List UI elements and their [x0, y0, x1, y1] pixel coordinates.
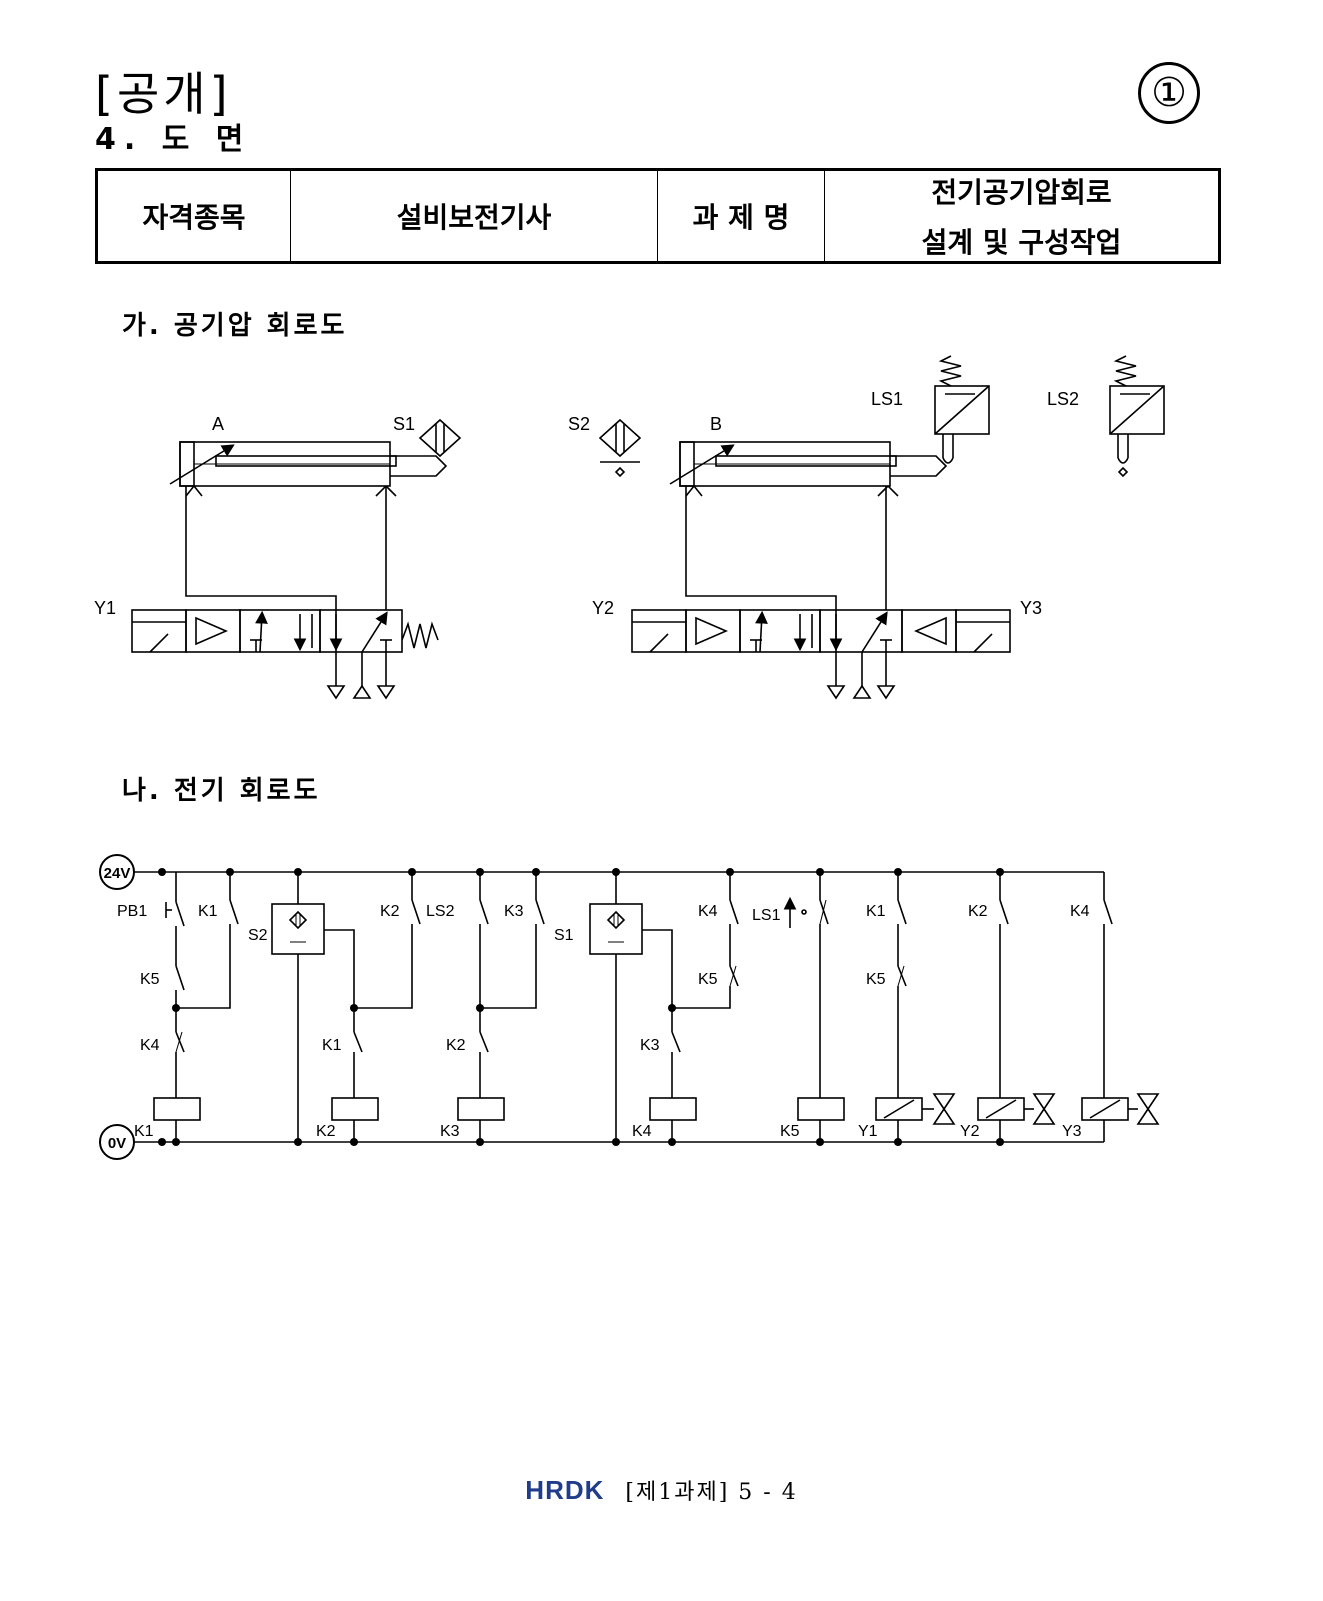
- label-s1-block: S1: [554, 927, 574, 944]
- label-ls1: LS1: [752, 907, 781, 924]
- label-y1: Y1: [94, 598, 116, 618]
- valve-y1: [131, 609, 439, 700]
- label-coil-k3: K3: [440, 1123, 460, 1140]
- label-cylinder-b: B: [710, 414, 722, 434]
- sensor-block-s2: [271, 872, 421, 1142]
- page-number-badge: ①: [1138, 62, 1200, 124]
- label-s2: S2: [568, 414, 590, 434]
- rail-24v-label: 24V: [104, 865, 131, 882]
- label-ls1: LS1: [871, 389, 903, 409]
- label-task-name: 과 제 명: [657, 169, 825, 263]
- value-task-name: 전기공기압회로 설계 및 구성작업: [824, 169, 1220, 263]
- electric-diagram: [134, 871, 1160, 1143]
- label-ls2: LS2: [1047, 389, 1079, 409]
- rail-0v-label: 0V: [108, 1135, 126, 1152]
- label-k5-nc: K5: [140, 971, 160, 988]
- valve-y2-y3: [631, 609, 1011, 700]
- sensor-s1: [418, 418, 462, 458]
- label-y2: Y2: [592, 598, 614, 618]
- label-k1-no: K1: [322, 1037, 342, 1054]
- value-qualification: 설비보전기사: [290, 169, 658, 263]
- label-k2-holding: K2: [380, 903, 400, 920]
- rung-y2: [977, 872, 1056, 1142]
- label-k5-no: K5: [698, 971, 718, 988]
- label-s2-block: S2: [248, 927, 268, 944]
- rung-k3: [457, 872, 545, 1142]
- limit-switch-ls1: [934, 355, 990, 464]
- label-coil-k4: K4: [632, 1123, 652, 1140]
- sensor-s2: [598, 418, 642, 478]
- label-k1-y1: K1: [866, 903, 886, 920]
- footer-page-label: [제1과제] 5 - 4: [625, 1480, 798, 1505]
- pneumatic-diagram: [131, 355, 1165, 700]
- label-y3: Y3: [1020, 598, 1042, 618]
- rung-k1: [153, 872, 239, 1142]
- label-coil-k1: K1: [134, 1123, 154, 1140]
- pneumatic-circuit-title: 가. 공기압 회로도: [122, 311, 348, 341]
- task-name-line1: 전기공기압회로: [931, 176, 1112, 209]
- junction-dots: [158, 868, 1004, 1146]
- label-k4-nc: K4: [140, 1037, 160, 1054]
- info-table: 자격종목 설비보전기사 과 제 명 전기공기압회로 설계 및 구성작업: [95, 168, 1221, 264]
- electric-labels: PB1 K1 K5 K4 S2 K2 K1 LS2 K3 K2 S1 K4 K5…: [117, 903, 1090, 1140]
- label-pb1: PB1: [117, 903, 147, 920]
- sensor-block-s1: [589, 872, 739, 1142]
- rung-k5: [783, 872, 845, 1142]
- label-k5-y1: K5: [866, 971, 886, 988]
- footer: HRDK [제1과제] 5 - 4: [0, 1474, 1323, 1506]
- pneumatic-labels: A S1 S2 B LS1 LS2 Y1 Y2 Y3: [94, 389, 1079, 618]
- label-ls2: LS2: [426, 903, 455, 920]
- label-k3-holding: K3: [504, 903, 524, 920]
- cylinder-b: [669, 441, 948, 497]
- label-sol-y2: Y2: [960, 1123, 980, 1140]
- electric-circuit-title: 나. 전기 회로도: [122, 776, 321, 806]
- label-s1: S1: [393, 414, 415, 434]
- rail-badges: 24V 0V: [99, 854, 135, 1160]
- label-k2-no: K2: [446, 1037, 466, 1054]
- label-sol-y1: Y1: [858, 1123, 878, 1140]
- hrdk-logo: HRDK: [525, 1475, 605, 1505]
- label-coil-k5: K5: [780, 1123, 800, 1140]
- label-qualification: 자격종목: [96, 169, 291, 263]
- label-coil-k2: K2: [316, 1123, 336, 1140]
- rung-y1: [875, 872, 956, 1142]
- label-sol-y3: Y3: [1062, 1123, 1082, 1140]
- public-tag: [공개]: [95, 67, 232, 121]
- label-k2-y2: K2: [968, 903, 988, 920]
- rung-y3: [1081, 872, 1160, 1142]
- limit-switch-ls2: [1109, 355, 1165, 478]
- cylinder-a: [169, 441, 448, 497]
- label-cylinder-a: A: [212, 414, 224, 434]
- label-k4-holding: K4: [698, 903, 718, 920]
- label-k3-no: K3: [640, 1037, 660, 1054]
- task-name-line2: 설계 및 구성작업: [921, 226, 1122, 259]
- label-k1-holding: K1: [198, 903, 218, 920]
- label-k4-y3: K4: [1070, 903, 1090, 920]
- section-title: 4. 도 면: [95, 122, 252, 157]
